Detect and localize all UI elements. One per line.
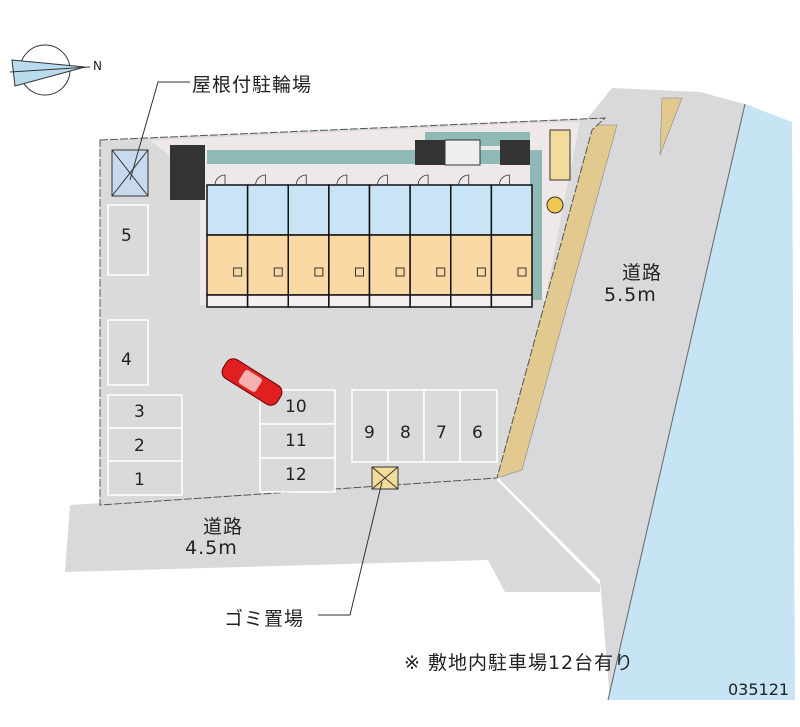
- bike-rack: [170, 145, 205, 200]
- parking-space-12: 12: [285, 465, 307, 485]
- road-bottom-width: 4.5m: [185, 537, 238, 559]
- parking-space-1: 1: [134, 470, 145, 490]
- parking-space-3: 3: [134, 402, 145, 422]
- parking-space-7: 7: [436, 423, 447, 443]
- garbage-label: ゴミ置場: [224, 608, 305, 630]
- parking-note: ※ 敷地内駐車場12台有り: [404, 652, 635, 674]
- property-code: 035121: [728, 680, 790, 699]
- parking-space-2: 2: [134, 436, 145, 456]
- car-icon: [221, 358, 283, 406]
- road-right-width: 5.5m: [604, 284, 657, 306]
- slope-small: [659, 97, 683, 156]
- parking-space-8: 8: [400, 423, 411, 443]
- parking-space-6: 6: [472, 423, 483, 443]
- parking-space-4: 4: [121, 350, 132, 370]
- road-right-name: 道路: [622, 262, 663, 284]
- river: [608, 104, 795, 700]
- bike-parking-label: 屋根付駐輪場: [192, 74, 313, 96]
- compass-north-label: N: [93, 59, 102, 73]
- compass-icon: [9, 44, 91, 96]
- parking-space-11: 11: [285, 431, 307, 451]
- road-bottom-name: 道路: [203, 516, 244, 538]
- road-bottom: [65, 478, 600, 592]
- parking-space-5: 5: [121, 226, 132, 246]
- parking-space-9: 9: [364, 423, 375, 443]
- parking-space-10: 10: [285, 397, 307, 417]
- utility-box: [549, 129, 571, 181]
